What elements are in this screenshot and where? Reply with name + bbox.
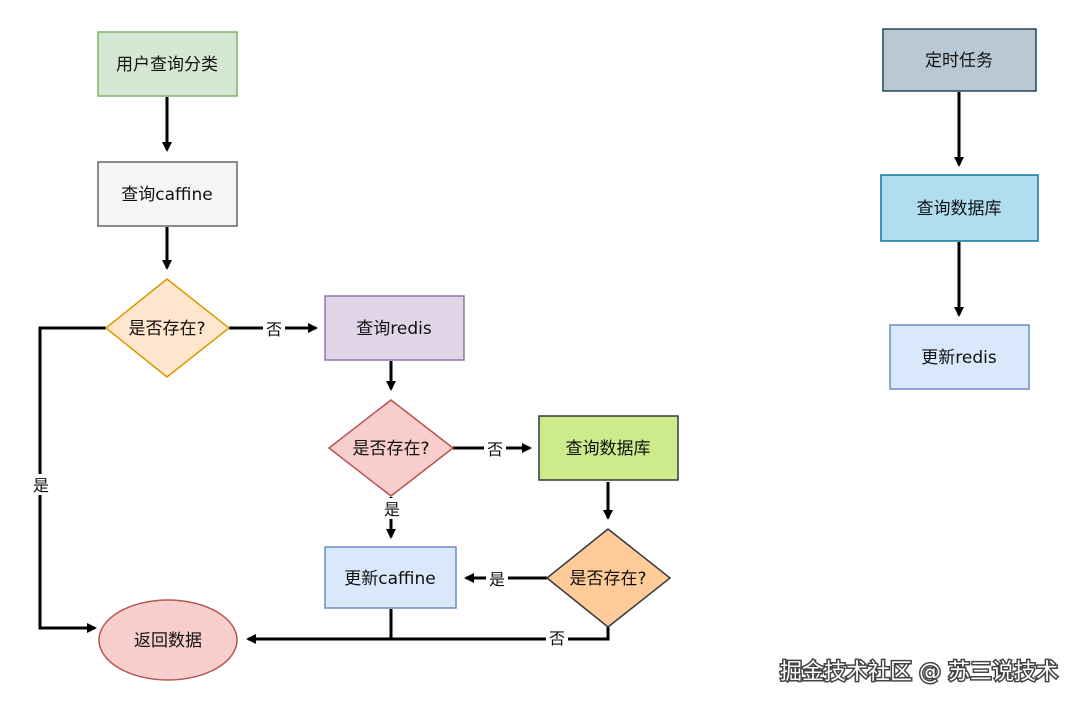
node-return-data-label: 返回数据 [134,631,202,651]
node-update-caffine-label: 更新caffine [344,569,435,589]
node-query-caffine: 查询caffine [97,161,238,227]
node-query-category-label: 用户查询分类 [116,55,218,75]
node-query-redis: 查询redis [324,295,465,361]
node-update-redis: 更新redis [889,324,1030,390]
edge-label-d3-no: 否 [549,629,565,648]
node-query-caffine-label: 查询caffine [121,185,212,205]
node-scheduled-task: 定时任务 [882,28,1037,92]
edge-label-d1-yes: 是 [33,476,49,495]
node-decision1-label: 是否存在? [128,319,205,339]
node-decision2-label: 是否存在? [352,439,429,459]
node-decision3: 是否存在? [545,528,672,628]
node-query-redis-label: 查询redis [356,319,432,339]
watermark: 掘金技术社区 @ 苏三说技术 [780,660,1058,685]
node-scheduled-task-label: 定时任务 [925,51,993,71]
node-query-db: 查询数据库 [538,415,679,481]
node-update-caffine: 更新caffine [324,546,457,609]
edge-label-d3-yes: 是 [489,570,505,589]
node-query-db-label: 查询数据库 [566,439,651,459]
node-decision3-label: 是否存在? [569,569,646,589]
node-query-db-right-label: 查询数据库 [917,199,1002,219]
edge-label-d1-no: 否 [266,320,282,339]
node-update-redis-label: 更新redis [921,348,997,368]
node-decision1: 是否存在? [104,278,231,378]
node-query-category: 用户查询分类 [97,31,238,97]
edge-decision3-no [246,627,610,644]
node-return-data: 返回数据 [98,599,238,681]
edge-label-d2-yes: 是 [384,500,400,519]
edge-label-d2-no: 否 [487,440,503,459]
node-decision2: 是否存在? [327,399,455,497]
node-query-db-right: 查询数据库 [880,174,1039,242]
